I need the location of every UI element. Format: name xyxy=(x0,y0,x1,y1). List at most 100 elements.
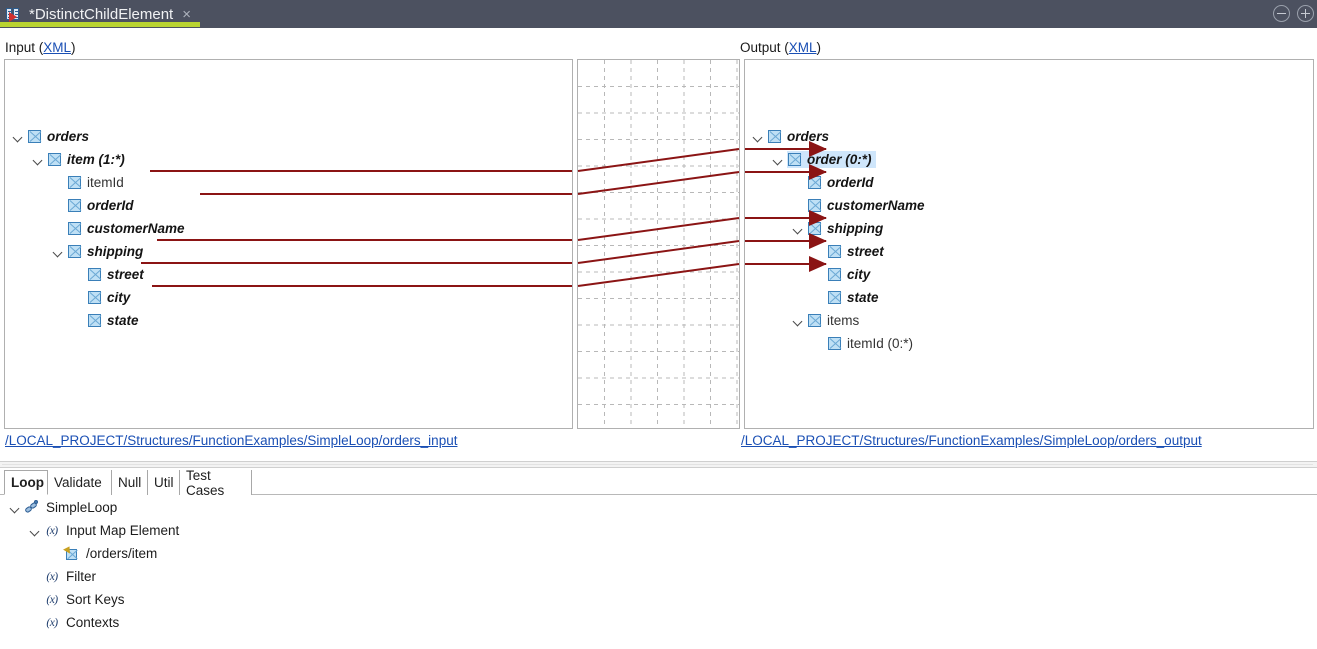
tree-row[interactable]: city xyxy=(811,264,874,285)
input-xml-link[interactable]: XML xyxy=(43,40,72,55)
tree-row[interactable]: order (0:*) xyxy=(771,149,876,170)
tree-row-content[interactable]: orders xyxy=(27,128,93,145)
tree-spacer xyxy=(71,268,85,282)
tree-row-label: orderId xyxy=(827,175,874,190)
tree-row-content[interactable]: street xyxy=(87,266,148,283)
tree-row[interactable]: customerName xyxy=(791,195,929,216)
chevron-down-icon[interactable] xyxy=(11,130,25,144)
function-tree-row[interactable]: (x)Input Map Element xyxy=(28,519,179,542)
tab-util[interactable]: Util xyxy=(148,470,180,495)
close-icon[interactable]: × xyxy=(182,5,191,23)
tree-row-content[interactable]: city xyxy=(827,266,874,283)
tree-row-content[interactable]: items xyxy=(807,312,863,329)
tree-row-label: city xyxy=(107,290,131,305)
tree-row-content[interactable]: itemId xyxy=(67,174,128,191)
tree-row-content[interactable]: order (0:*) xyxy=(787,151,876,168)
tree-row-content[interactable]: item (1:*) xyxy=(47,151,129,168)
tree-row-label: state xyxy=(847,290,879,305)
tree-row[interactable]: city xyxy=(71,287,134,308)
tree-row[interactable]: orders xyxy=(751,126,833,147)
tree-spacer xyxy=(811,245,825,259)
tree-row-content[interactable]: orderId xyxy=(67,197,138,214)
tree-row[interactable]: item (1:*) xyxy=(31,149,129,170)
tree-row-content[interactable]: orders xyxy=(767,128,833,145)
chevron-down-icon[interactable] xyxy=(8,501,22,515)
tree-row[interactable]: state xyxy=(71,310,143,331)
input-label-suffix: ) xyxy=(71,40,76,55)
tree-row[interactable]: items xyxy=(791,310,863,331)
tree-row-content[interactable]: orderId xyxy=(807,174,878,191)
tree-row-label: items xyxy=(827,313,860,328)
chevron-down-icon[interactable] xyxy=(751,130,765,144)
xml-element-icon xyxy=(48,153,61,166)
tree-row-content[interactable]: customerName xyxy=(67,220,189,237)
tree-row-content[interactable]: state xyxy=(87,312,143,329)
chevron-down-icon[interactable] xyxy=(791,222,805,236)
tree-row[interactable]: itemId xyxy=(51,172,128,193)
mapping-grid-panel[interactable] xyxy=(577,59,740,429)
tree-row-content[interactable]: shipping xyxy=(67,243,147,260)
tree-row-label: orders xyxy=(787,129,830,144)
tree-spacer xyxy=(28,570,42,584)
panel-sash[interactable] xyxy=(0,461,1317,468)
tree-row-label: item (1:*) xyxy=(67,152,125,167)
tree-spacer xyxy=(51,222,65,236)
tree-row-content[interactable]: itemId (0:*) xyxy=(827,335,917,352)
tab-null[interactable]: Null xyxy=(112,470,148,495)
tree-row-content[interactable]: customerName xyxy=(807,197,929,214)
tree-row[interactable]: street xyxy=(811,241,888,262)
tree-row-label: shipping xyxy=(827,221,884,236)
tree-row[interactable]: itemId (0:*) xyxy=(811,333,917,354)
tab-label: Loop xyxy=(11,475,44,490)
xml-element-icon xyxy=(68,176,81,189)
tree-spacer xyxy=(51,176,65,190)
tab-test-cases[interactable]: Test Cases xyxy=(180,468,252,498)
chevron-down-icon[interactable] xyxy=(51,245,65,259)
minimize-icon[interactable] xyxy=(1273,5,1290,22)
function-tree-label: SimpleLoop xyxy=(46,500,118,515)
function-tree-row[interactable]: (x)Contexts xyxy=(28,611,119,634)
tree-row[interactable]: shipping xyxy=(51,241,147,262)
maximize-icon[interactable] xyxy=(1297,5,1314,22)
function-tree-row[interactable]: /orders/item xyxy=(48,542,157,565)
input-tree-panel[interactable]: orders item (1:*) itemId orderId customerNam… xyxy=(4,59,573,429)
tree-row[interactable]: orderId xyxy=(51,195,138,216)
tree-row[interactable]: orders xyxy=(11,126,93,147)
xml-element-icon xyxy=(808,176,821,189)
tree-row-label: orderId xyxy=(87,198,134,213)
tree-spacer xyxy=(28,593,42,607)
output-structure-path-link[interactable]: /LOCAL_PROJECT/Structures/FunctionExampl… xyxy=(741,433,1202,448)
chevron-down-icon[interactable] xyxy=(791,314,805,328)
input-structure-path-link[interactable]: /LOCAL_PROJECT/Structures/FunctionExampl… xyxy=(5,433,458,448)
tree-row[interactable]: street xyxy=(71,264,148,285)
tree-row[interactable]: state xyxy=(811,287,883,308)
tab-loop[interactable]: Loop xyxy=(4,470,48,495)
tab-label: Validate xyxy=(54,475,102,490)
function-tree-label: Sort Keys xyxy=(66,592,125,607)
tree-row[interactable]: orderId xyxy=(791,172,878,193)
tree-row-content[interactable]: street xyxy=(827,243,888,260)
chevron-down-icon[interactable] xyxy=(771,153,785,167)
output-label-prefix: Output ( xyxy=(740,40,789,55)
tab-validate[interactable]: Validate xyxy=(48,470,112,495)
tree-row-label: state xyxy=(107,313,139,328)
function-tree-row[interactable]: SimpleLoop xyxy=(8,496,117,519)
tree-row-content[interactable]: city xyxy=(87,289,134,306)
xml-element-icon xyxy=(828,337,841,350)
function-detail-tree[interactable]: SimpleLoop (x)Input Map Element/orders/it… xyxy=(0,496,1317,649)
chevron-down-icon[interactable] xyxy=(31,153,45,167)
tree-row-content[interactable]: state xyxy=(827,289,883,306)
output-tree-panel[interactable]: orders order (0:*) orderId customerName ship… xyxy=(744,59,1314,429)
xml-element-icon xyxy=(828,291,841,304)
tree-spacer xyxy=(51,199,65,213)
tree-row-label: city xyxy=(847,267,871,282)
output-xml-link[interactable]: XML xyxy=(788,40,817,55)
tree-spacer xyxy=(811,268,825,282)
function-tree-row[interactable]: (x)Filter xyxy=(28,565,96,588)
function-tree-row[interactable]: (x)Sort Keys xyxy=(28,588,125,611)
function-fx-icon: (x) xyxy=(46,616,58,629)
chevron-down-icon[interactable] xyxy=(28,524,42,538)
tree-row[interactable]: shipping xyxy=(791,218,887,239)
tree-row[interactable]: customerName xyxy=(51,218,189,239)
tree-row-content[interactable]: shipping xyxy=(807,220,887,237)
